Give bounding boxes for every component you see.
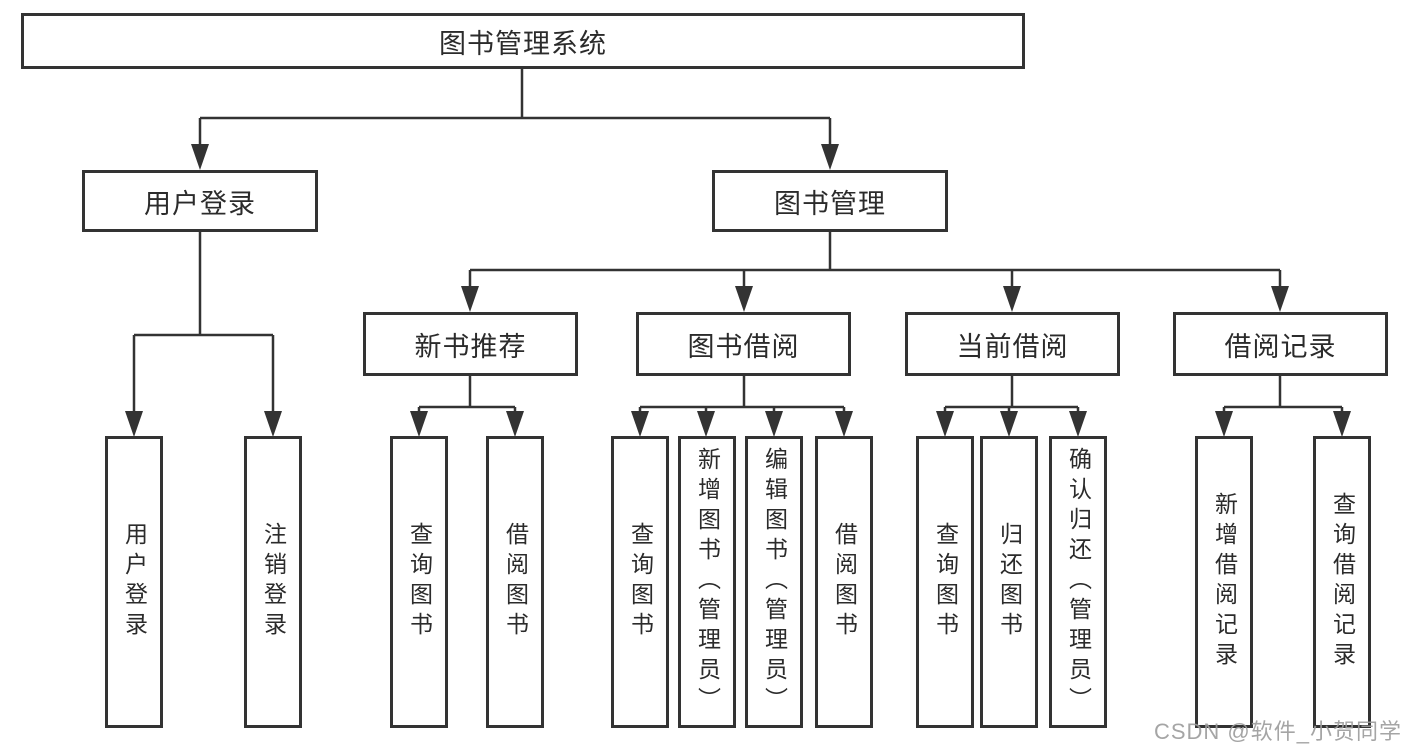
leaf-add-borrow-record: 新增借阅记录 [1195,436,1253,728]
node-borrowing-records: 借阅记录 [1173,312,1388,376]
arrowhead-icon [835,411,853,437]
arrowhead-icon [1215,411,1233,437]
leaf-query-borrow-record: 查询借阅记录 [1313,436,1371,728]
leaf-user-login: 用户登录 [105,436,163,728]
node-user-login: 用户登录 [82,170,318,232]
arrowhead-icon [821,144,839,170]
arrowhead-icon [765,411,783,437]
arrowhead-icon [1271,286,1289,312]
arrowhead-icon [735,286,753,312]
node-library-management-system: 图书管理系统 [21,13,1025,69]
leaf-query-books-borrow: 查询图书 [611,436,669,728]
leaf-logout-login: 注销登录 [244,436,302,728]
leaf-label: 查询图书 [627,522,654,642]
node-book-management: 图书管理 [712,170,948,232]
csdn-watermark: CSDN @软件_小贺同学 [1153,719,1402,744]
arrowhead-icon [1000,411,1018,437]
arrowheads [125,144,1351,437]
leaf-return-books: 归还图书 [980,436,1038,728]
arrowhead-icon [125,411,143,437]
leaf-label: 用户登录 [121,522,148,642]
arrowhead-icon [936,411,954,437]
leaf-label: 借阅图书 [831,522,858,642]
leaf-label: 新增借阅记录 [1211,492,1238,672]
connector-current-borrowing-to-leaves [943,376,1080,415]
leaf-label: 编辑图书（管理员） [761,447,788,717]
leaf-borrow-books-borrow: 借阅图书 [815,436,873,728]
arrowhead-icon [461,286,479,312]
leaf-label: 查询图书 [406,522,433,642]
arrowhead-icon [410,411,428,437]
arrowhead-icon [631,411,649,437]
leaf-label: 借阅图书 [502,522,529,642]
leaf-query-books-recommend: 查询图书 [390,436,448,728]
arrowhead-icon [506,411,524,437]
leaf-query-books-current: 查询图书 [916,436,974,728]
connector-new-book-recommendation-to-leaves [417,376,517,415]
node-current-borrowing: 当前借阅 [905,312,1120,376]
arrowhead-icon [264,411,282,437]
arrowhead-icon [1003,286,1021,312]
arrowhead-icon [1333,411,1351,437]
leaf-label: 归还图书 [996,522,1023,642]
leaf-label: 新增图书（管理员） [694,447,721,717]
connector-book-borrowing-to-leaves [638,376,846,415]
connector-book-management-to-level2 [468,232,1282,290]
arrowhead-icon [1069,411,1087,437]
node-new-book-recommendation: 新书推荐 [363,312,578,376]
connector-borrowing-records-to-leaves [1222,376,1344,415]
leaf-confirm-return-admin: 确认归还（管理员） [1049,436,1107,728]
leaf-borrow-books-recommend: 借阅图书 [486,436,544,728]
connector-root-to-level1 [198,69,832,148]
connector-user-login-to-leaves [132,232,275,415]
arrowhead-icon [191,144,209,170]
leaf-label: 查询借阅记录 [1329,492,1356,672]
arrowhead-icon [697,411,715,437]
leaf-label: 查询图书 [932,522,959,642]
leaf-label: 确认归还（管理员） [1065,447,1092,717]
node-book-borrowing: 图书借阅 [636,312,851,376]
leaf-edit-book-admin: 编辑图书（管理员） [745,436,803,728]
leaf-add-book-admin: 新增图书（管理员） [678,436,736,728]
leaf-label: 注销登录 [260,522,287,642]
